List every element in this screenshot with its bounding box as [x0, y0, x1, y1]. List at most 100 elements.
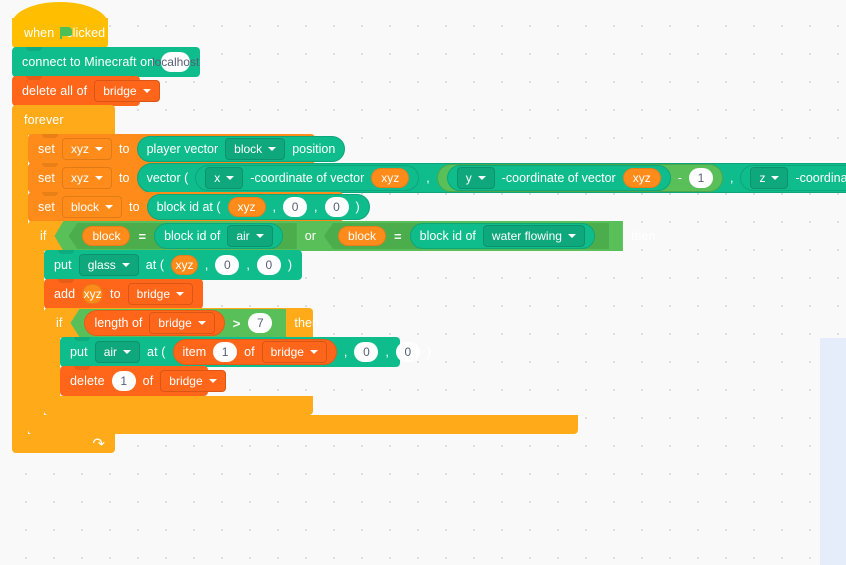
reporter-y-coordinate-of-vector[interactable]: y -coordinate of vector xyz — [446, 165, 671, 191]
variable-reporter-xyz[interactable]: xyz — [227, 197, 266, 217]
block-id-of-label: block id of — [164, 229, 221, 243]
comma-separator: , — [272, 200, 277, 214]
block-id-of-label: block id of — [419, 229, 476, 243]
block-delete-all-of-list[interactable]: delete all of bridge — [12, 76, 160, 106]
block-forever[interactable]: forever set xyz to player vector block — [12, 105, 846, 453]
block-type-label: air — [236, 229, 250, 243]
reporter-x-coordinate-of-vector[interactable]: x -coordinate of vector xyz — [195, 165, 420, 191]
list-dropdown-label: bridge — [158, 316, 192, 330]
chevron-down-icon — [105, 205, 113, 209]
position-kind-dropdown[interactable]: block — [225, 138, 286, 160]
variable-dropdown-label: xyz — [70, 171, 89, 185]
boolean-or[interactable]: block = block id of air or — [54, 221, 623, 251]
block-add-to-list[interactable]: add xyz to bridge — [44, 279, 203, 309]
boolean-equals-water-flowing[interactable]: block = block id of water flowing — [324, 223, 609, 249]
list-dropdown-bridge[interactable]: bridge — [149, 312, 215, 334]
block-set-block-id-at[interactable]: set block to block id at ( xyz , 0 , 0 ) — [28, 192, 370, 222]
block-set-xyz-player-vector[interactable]: set xyz to player vector block position — [28, 134, 346, 164]
axis-dropdown-y[interactable]: y — [456, 167, 495, 189]
list-dropdown-bridge[interactable]: bridge — [127, 283, 193, 305]
then-label: then — [294, 315, 320, 330]
list-dropdown-label: bridge — [103, 84, 137, 98]
put-label: put — [54, 257, 72, 272]
block-set-xyz-vector[interactable]: set xyz to vector ( x -coordinate of vec… — [28, 163, 846, 193]
list-dropdown-bridge[interactable]: bridge — [94, 80, 160, 102]
if-header[interactable]: if length of bridge > — [44, 308, 319, 338]
hat-block-when-flag-clicked[interactable]: when clicked — [12, 2, 108, 48]
variable-reporter-xyz[interactable]: xyz — [371, 168, 410, 188]
reporter-length-of-list[interactable]: length of bridge — [84, 310, 225, 336]
to-label: to — [110, 286, 121, 301]
if-air-or-water-footer — [28, 415, 578, 434]
comma-separator: , — [729, 171, 734, 185]
delete-index-input[interactable]: 1 — [111, 371, 136, 391]
z-offset-input[interactable]: 0 — [256, 255, 281, 275]
block-connect-to-minecraft[interactable]: connect to Minecraft on localhost — [12, 47, 200, 77]
z-offset-input[interactable]: 0 — [395, 342, 420, 362]
block-put-glass-at[interactable]: put glass at ( xyz , 0 , 0 ) — [44, 250, 302, 280]
chevron-down-icon — [567, 234, 576, 238]
variable-dropdown-xyz[interactable]: xyz — [61, 138, 112, 160]
list-dropdown-bridge[interactable]: bridge — [160, 370, 226, 392]
reporter-block-id-of-water-flowing[interactable]: block id of water flowing — [409, 223, 595, 249]
reporter-z-coordinate-of-vector[interactable]: z -coordinate of vector xyz — [740, 165, 846, 191]
coordinate-of-vector-label: -coordinate of vector — [250, 171, 365, 185]
if-length-footer — [44, 396, 313, 415]
of-label: of — [244, 345, 255, 359]
variable-dropdown-block[interactable]: block — [61, 196, 122, 218]
boolean-greater-than[interactable]: length of bridge > 7 — [70, 309, 287, 337]
if-left-bar — [44, 337, 60, 396]
axis-dropdown-z[interactable]: z — [750, 167, 789, 189]
player-vector-prefix: player vector — [146, 142, 219, 156]
coordinate-of-vector-label: -coordinate of vector — [501, 171, 616, 185]
reporter-block-id-of-air[interactable]: block id of air — [154, 223, 283, 249]
variable-reporter-block[interactable]: block — [82, 226, 131, 246]
threshold-input[interactable]: 7 — [248, 313, 273, 333]
delete-label: delete — [70, 373, 105, 388]
y-offset-input[interactable]: 0 — [283, 197, 308, 217]
greater-than-symbol: > — [232, 315, 241, 331]
host-input[interactable]: localhost — [152, 52, 199, 72]
y-offset-input[interactable]: 0 — [354, 342, 379, 362]
variable-reporter-xyz[interactable]: xyz — [171, 255, 198, 275]
block-type-dropdown-air[interactable]: air — [227, 225, 273, 247]
y-offset-input[interactable]: 0 — [215, 255, 240, 275]
comma-separator: , — [314, 200, 318, 214]
block-delete-item-of-list[interactable]: delete 1 of bridge — [60, 366, 226, 396]
chevron-down-icon — [197, 321, 206, 325]
block-type-dropdown-water-flowing[interactable]: water flowing — [482, 225, 585, 247]
variable-dropdown-xyz[interactable]: xyz — [61, 167, 112, 189]
if-header[interactable]: if block = block id of air — [28, 221, 656, 251]
chevron-down-icon — [208, 379, 217, 383]
reporter-player-vector-position[interactable]: player vector block position — [136, 136, 346, 162]
add-label: add — [54, 286, 76, 301]
z-offset-input[interactable]: 0 — [324, 197, 349, 217]
position-kind-label: block — [234, 142, 263, 156]
variable-reporter-xyz[interactable]: xyz — [82, 284, 104, 304]
block-put-air-at[interactable]: put air at ( item 1 of — [60, 337, 431, 367]
equals-symbol: = — [138, 228, 147, 244]
reporter-item-of-list[interactable]: item 1 of bridge — [172, 339, 337, 365]
subtrahend-input[interactable]: 1 — [688, 168, 713, 188]
item-index-input[interactable]: 1 — [213, 342, 238, 362]
chevron-down-icon — [142, 89, 151, 93]
block-script-stack[interactable]: when clicked connect to Minecraft on loc… — [12, 2, 846, 453]
block-type-label: glass — [87, 258, 116, 272]
reporter-vector-constructor[interactable]: vector ( x -coordinate of vector xyz , — [136, 163, 846, 193]
block-type-dropdown-air[interactable]: air — [94, 341, 141, 363]
forever-header[interactable]: forever — [12, 105, 115, 135]
reporter-block-id-at[interactable]: block id at ( xyz , 0 , 0 ) — [146, 194, 370, 220]
block-type-dropdown-glass[interactable]: glass — [78, 254, 139, 276]
block-if-length-greater[interactable]: if length of bridge > — [44, 308, 832, 415]
list-dropdown-bridge[interactable]: bridge — [261, 341, 327, 363]
variable-reporter-block[interactable]: block — [338, 226, 387, 246]
operator-subtract[interactable]: y -coordinate of vector xyz - 1 — [436, 164, 723, 192]
variable-reporter-xyz[interactable]: xyz — [622, 168, 661, 188]
chevron-down-icon — [268, 147, 277, 151]
axis-label: y — [465, 171, 472, 185]
chevron-down-icon — [309, 350, 318, 354]
block-if-air-or-water[interactable]: if block = block id of air — [28, 221, 832, 434]
axis-dropdown-x[interactable]: x — [205, 167, 244, 189]
if-body: put air at ( item 1 of — [44, 337, 832, 396]
boolean-equals-air[interactable]: block = block id of air — [68, 223, 297, 249]
